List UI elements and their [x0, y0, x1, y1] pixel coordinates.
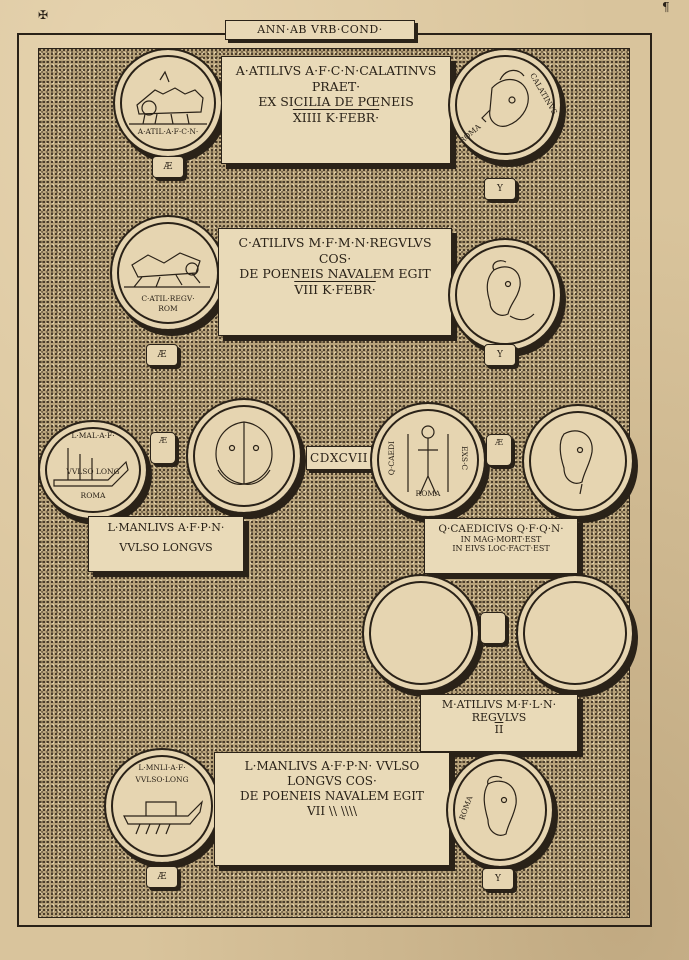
coin-legend-3: ROMA — [80, 491, 106, 500]
coin-legend-2: VVLSO LONG — [66, 467, 120, 476]
female-head-icon — [483, 775, 517, 836]
denomination-tab: Æ — [146, 344, 178, 366]
header-plate: ANN·AB VRB·COND· — [225, 20, 415, 40]
plaque-line: L·MANLIVS A·F·P·N· — [107, 521, 225, 534]
prow-icon — [53, 448, 129, 487]
inscription-plaque-manlius-2: L·MANLIVS A·F·P·N· VVLSO LONGVS COS· DE … — [214, 752, 450, 866]
coin-blank — [516, 574, 634, 692]
coin-legend: C·ATIL·REGV· — [141, 294, 195, 303]
denomination-tab: Y — [482, 868, 514, 890]
coin-legend-right: EXS·C — [460, 446, 470, 471]
helmeted-head-icon — [481, 69, 529, 127]
plaque-line: IN MAG·MORT·EST — [460, 535, 542, 545]
inscription-plaque-regulus: C·ATILIVS M·F·M·N·REGVLVS COS· DE POENEI… — [218, 228, 452, 336]
coin-quadriga: A·ATIL·A·F·C·N· — [113, 48, 223, 158]
denomination-tab: Æ — [486, 434, 512, 466]
plaque-line: VII \\ \\\\ — [306, 804, 358, 818]
plaque-line: REGVLVS — [471, 710, 527, 724]
female-head-icon — [559, 430, 593, 495]
coin-legend: A·ATIL·A·F·C·N· — [137, 127, 199, 136]
plaque-line: DE POENEIS NAVALEM EGIT — [240, 789, 424, 803]
inscription-plaque-calatinus: A·ATILIVS A·F·C·N·CALATINVS PRAET· EX SI… — [221, 56, 451, 164]
denomination-tab: Æ — [150, 432, 176, 464]
coin-legend-2: ROM — [158, 304, 178, 313]
plaque-line: M·ATILIVS M·F·L·N· — [441, 698, 557, 711]
page-mark-right: ¶ — [662, 0, 670, 14]
denomination-tab: Æ — [152, 156, 184, 178]
plaque-line: C·ATILIVS M·F·M·N·REGVLVS — [238, 235, 432, 250]
coin-female-head: ROMA — [446, 752, 554, 868]
biga-icon — [124, 252, 210, 288]
plaque-line: COS· — [318, 250, 352, 266]
janus-head-icon — [215, 421, 273, 485]
female-head-icon — [486, 260, 535, 321]
coin-legend-3: ROMA — [415, 489, 441, 498]
coin-blank — [362, 574, 480, 692]
plaque-line: Q·CAEDICIVS Q·F·Q·N· — [438, 523, 564, 535]
connector-tab — [480, 612, 506, 644]
coin-helmeted-head: CALATINVS ROMA — [448, 48, 562, 162]
plaque-line: IN EIVS LOC·FACT·EST — [452, 544, 550, 554]
ship-icon — [123, 800, 203, 835]
coin-female-head — [448, 238, 562, 352]
plaque-line: VIII K·FEBR· — [294, 281, 376, 297]
inscription-plaque-regulus-2: M·ATILIVS M·F·L·N· REGVLVS II — [420, 694, 578, 752]
coin-prow: L·MAL·A·F· VVLSO LONG ROMA — [38, 420, 148, 520]
coin-legend-2: VVLSO·LONG — [135, 775, 189, 784]
denomination-tab: Y — [484, 344, 516, 366]
page-mark-left: ✠ — [38, 8, 49, 22]
plaque-line: PRAET· — [311, 78, 361, 94]
coin-biga: C·ATIL·REGV· ROM — [110, 215, 226, 331]
coin-legend: L·MNLI·A·F· — [138, 763, 186, 772]
plaque-line: A·ATILIVS A·F·C·N·CALATINVS — [235, 63, 437, 78]
coin-legend: L·MAL·A·F· — [71, 431, 115, 440]
inscription-plaque-manlius: L·MANLIVS A·F·P·N· VVLSO LONGVS — [88, 516, 244, 572]
plaque-line: LONGVS COS· — [287, 774, 377, 788]
plaque-line: EX SICILIA DE PŒNEIS — [258, 94, 414, 110]
coin-legend-left: Q·CAEDI — [386, 441, 396, 476]
plaque-line: II — [494, 723, 504, 737]
year-marker-plate: CDXCVII — [306, 446, 372, 470]
denomination-tab: Æ — [146, 866, 178, 888]
coin-janus-head — [186, 398, 302, 514]
coin-female-head — [522, 404, 634, 518]
plaque-line: DE POENEIS NAVALEM EGIT — [239, 266, 431, 282]
standing-figure-icon — [407, 425, 449, 495]
inscription-plaque-caedicius: Q·CAEDICIVS Q·F·Q·N· IN MAG·MORT·EST IN … — [424, 518, 578, 574]
plaque-line: XIIII K·FEBR· — [292, 109, 380, 125]
plaque-line: VVLSO LONGVS — [119, 540, 213, 554]
denomination-tab: Y — [484, 178, 516, 200]
coin-standing-figure: Q·CAEDI EXS·C ROMA — [370, 402, 486, 518]
plaque-line: L·MANLIVS A·F·P·N· VVLSO — [244, 759, 420, 773]
coin-ship: L·MNLI·A·F· VVLSO·LONG — [104, 748, 220, 864]
quadriga-icon — [129, 70, 207, 125]
